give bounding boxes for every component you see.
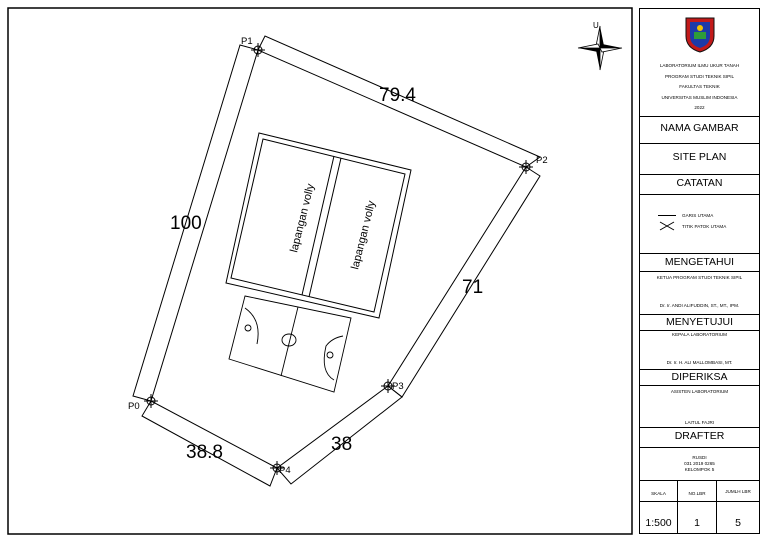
sheet-info-table: SKALA 1:500 NO.LBR 1 JUMLH LBR 5 bbox=[640, 481, 759, 533]
drafter-label: DRAFTER bbox=[640, 428, 759, 448]
point-label-p3: P3 bbox=[392, 381, 404, 392]
legend-block: GARIS UTAMA TITIK PATOK UTAMA bbox=[640, 195, 759, 254]
volleyball-courts bbox=[225, 132, 412, 319]
legend-item-main-line: GARIS UTAMA bbox=[658, 213, 713, 218]
boundary-polygon bbox=[150, 49, 527, 469]
header-skala: SKALA bbox=[651, 491, 666, 496]
point-label-p2: P2 bbox=[536, 155, 548, 166]
table-divider bbox=[640, 501, 759, 502]
diperiksa-name: LAITUL FAJRI bbox=[684, 420, 715, 425]
dimension-p1-p2: 79.4 bbox=[379, 85, 416, 106]
dimension-p4-p0: 38.8 bbox=[186, 442, 223, 463]
drafter-name: RUSDI bbox=[692, 455, 707, 460]
survey-point-cross-icon bbox=[659, 221, 675, 231]
main-line-symbol bbox=[658, 215, 676, 216]
value-jumlh-lbr: 5 bbox=[735, 517, 741, 529]
point-label-p4: P4 bbox=[279, 465, 291, 476]
north-label: U bbox=[593, 21, 599, 30]
catatan-label: CATATAN bbox=[640, 175, 759, 195]
mengetahui-label: MENGETAHUI bbox=[640, 254, 759, 272]
dimension-p0-p1: 100 bbox=[170, 213, 202, 234]
dimension-p2-p3: 71 bbox=[462, 277, 483, 298]
north-arrow-icon bbox=[577, 25, 623, 71]
legend-label-main-line: GARIS UTAMA bbox=[682, 213, 714, 218]
col-jumlh-lbr: JUMLH LBR 5 bbox=[717, 481, 759, 533]
university-logo-icon bbox=[685, 17, 714, 53]
drawing-frame bbox=[7, 7, 633, 535]
header-jumlh-lbr: JUMLH LBR bbox=[725, 489, 751, 494]
drawing-title: SITE PLAN bbox=[640, 144, 759, 175]
point-marker-p1 bbox=[251, 43, 265, 57]
dimension-lines bbox=[132, 35, 542, 487]
drafter-block: RUSDI 031 2019 0265 KELOMPOK 5 bbox=[640, 448, 759, 481]
point-marker-p2 bbox=[519, 160, 533, 174]
mengetahui-name: Dr. Ir. ANDI ALIFUDDIN, ST., MT., IPM. bbox=[659, 303, 740, 308]
institution-block: LABORATORIUM ILMU UKUR TANAH PROGRAM STU… bbox=[640, 9, 759, 117]
diperiksa-label: DIPERIKSA bbox=[640, 370, 759, 386]
value-skala: 1:500 bbox=[645, 517, 672, 529]
value-no-lbr: 1 bbox=[694, 517, 700, 529]
mengetahui-role: KETUA PROGRAM STUDI TEKNIK SIPIL bbox=[656, 275, 743, 280]
institution-year: 2022 bbox=[694, 105, 705, 110]
col-skala: SKALA 1:500 bbox=[640, 481, 678, 533]
drafter-group: KELOMPOK 5 bbox=[684, 467, 715, 472]
drafter-id: 031 2019 0265 bbox=[684, 461, 715, 466]
basketball-court bbox=[228, 295, 352, 393]
point-marker-p0 bbox=[144, 394, 158, 408]
court-label-right: lapangan volly bbox=[349, 199, 378, 271]
point-label-p0: P0 bbox=[128, 401, 140, 412]
institution-line-1: LABORATORIUM ILMU UKUR TANAH bbox=[659, 63, 740, 68]
institution-line-4: UNIVERSITAS MUSLIM INDONESIA bbox=[661, 94, 738, 100]
dimension-p3-p4: 38 bbox=[331, 434, 352, 455]
institution-line-3: FAKULTAS TEKNIK bbox=[679, 84, 720, 89]
point-label-p1: P1 bbox=[241, 36, 253, 47]
institution-line-2: PROGRAM STUDI TEKNIK SIPIL bbox=[664, 73, 735, 79]
mengetahui-block: KETUA PROGRAM STUDI TEKNIK SIPIL Dr. Ir.… bbox=[640, 272, 759, 315]
menyetujui-block: KEPALA LABORATORIUM Dr. Ir. H. ALI MALLO… bbox=[640, 331, 759, 370]
point-marker-p3 bbox=[381, 379, 395, 393]
survey-markers bbox=[144, 43, 533, 475]
diperiksa-block: ASISTEN LABORATORIUM LAITUL FAJRI bbox=[640, 386, 759, 428]
menyetujui-name: Dr. Ir. H. ALI MALLOMBASI, MT. bbox=[666, 360, 733, 365]
header-no-lbr: NO.LBR bbox=[688, 491, 706, 496]
point-marker-p4 bbox=[270, 461, 284, 475]
col-no-lbr: NO.LBR 1 bbox=[678, 481, 717, 533]
title-block: LABORATORIUM ILMU UKUR TANAH PROGRAM STU… bbox=[639, 8, 760, 534]
nama-gambar-label: NAMA GAMBAR bbox=[640, 117, 759, 144]
court-label-left: lapangan volly bbox=[288, 182, 317, 254]
legend-label-survey-point: TITIK PATOK UTAMA bbox=[682, 223, 727, 229]
menyetujui-label: MENYETUJUI bbox=[640, 315, 759, 331]
diperiksa-role: ASISTEN LABORATORIUM bbox=[670, 389, 729, 394]
legend-item-survey-point: TITIK PATOK UTAMA bbox=[658, 221, 726, 231]
menyetujui-role: KEPALA LABORATORIUM bbox=[672, 332, 727, 337]
